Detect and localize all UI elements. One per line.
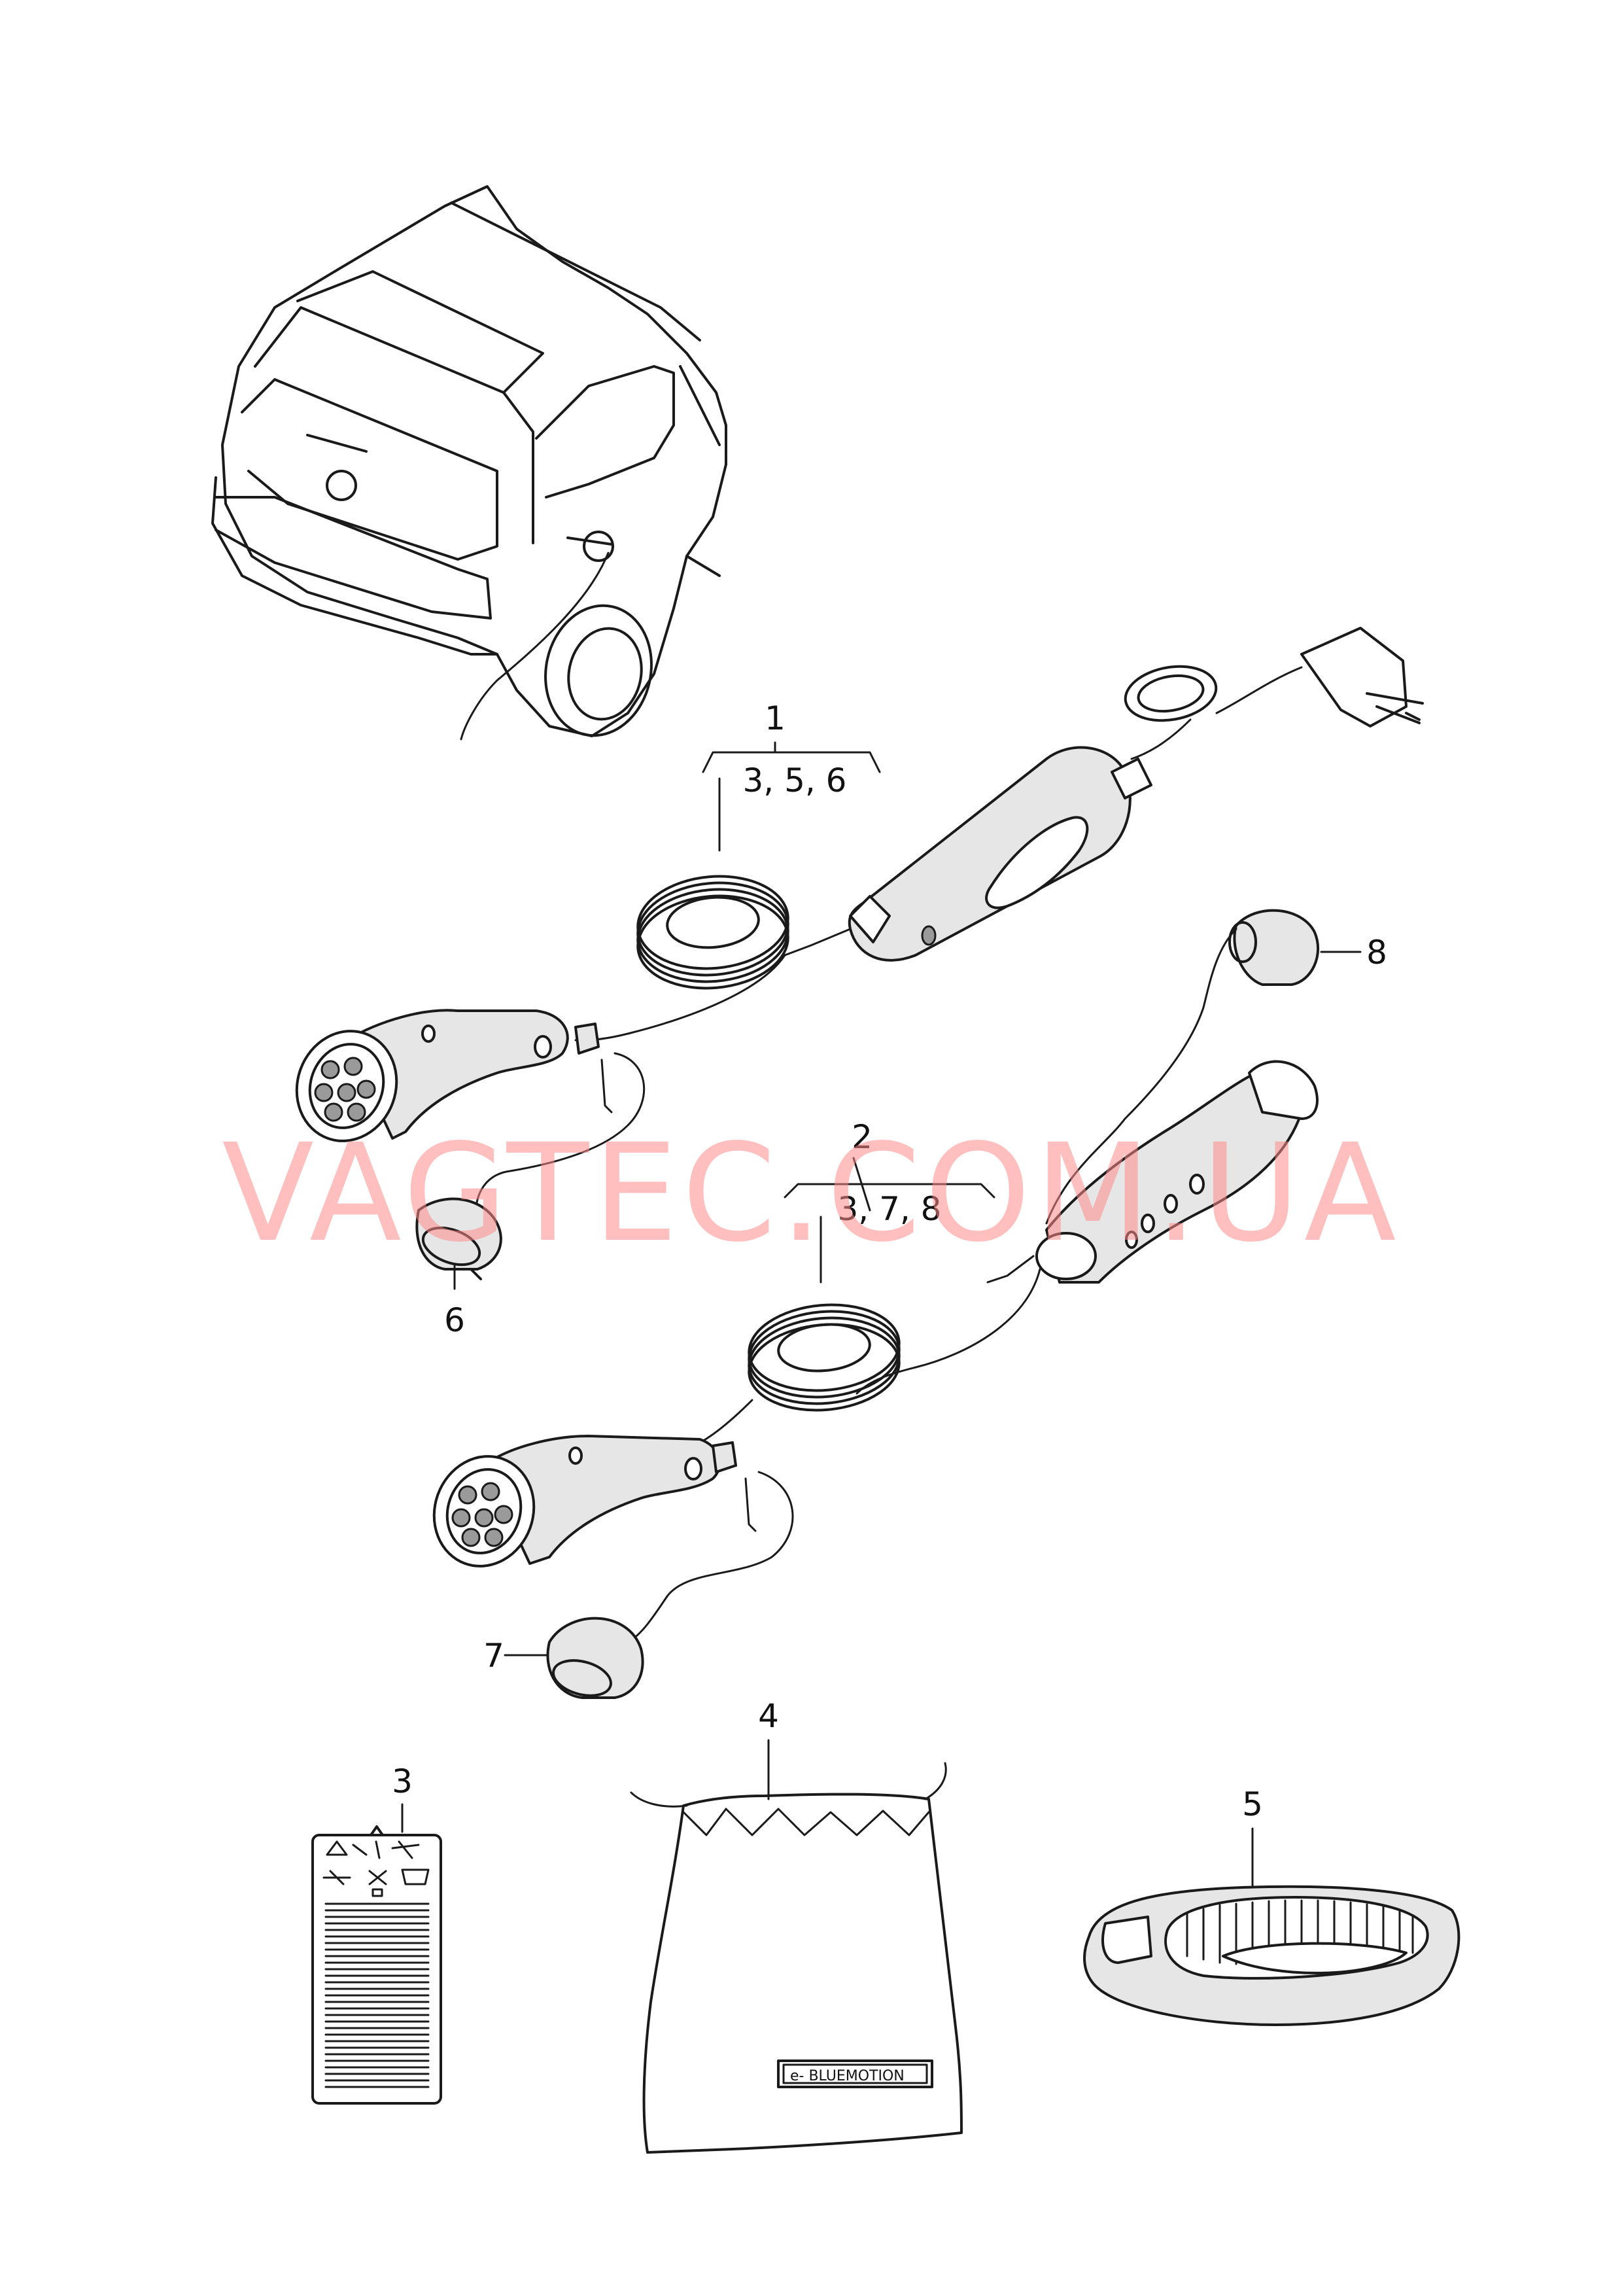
callout-2: 2	[852, 1118, 872, 1156]
callout-1-components: 3, 5, 6	[742, 762, 846, 799]
cable-holder	[1083, 1885, 1460, 2026]
bag-badge-text: e- BLUEMOTION	[790, 2068, 905, 2084]
label-text-lines	[324, 1902, 430, 2088]
callout-numbers: 1 3, 5, 6 2 3, 7, 8 3 4 5 6 7 8	[392, 699, 1387, 1823]
callout-leaders	[401, 741, 1362, 1889]
charging-cable-1	[295, 627, 1424, 1280]
callout-4: 4	[758, 1697, 779, 1735]
watermark: VAGTEC.COM.UA	[222, 1115, 1400, 1272]
car-illustration	[211, 185, 727, 741]
warning-label	[311, 1825, 442, 2105]
charging-cable-2	[432, 909, 1319, 1699]
callout-8: 8	[1366, 934, 1387, 972]
callout-5: 5	[1242, 1785, 1263, 1823]
callout-1: 1	[765, 699, 786, 737]
callout-2-components: 3, 7, 8	[837, 1190, 941, 1228]
callout-6: 6	[444, 1301, 465, 1339]
callout-7: 7	[483, 1637, 504, 1675]
storage-bag: e- BLUEMOTION	[630, 1762, 963, 2154]
callout-3: 3	[392, 1762, 413, 1800]
